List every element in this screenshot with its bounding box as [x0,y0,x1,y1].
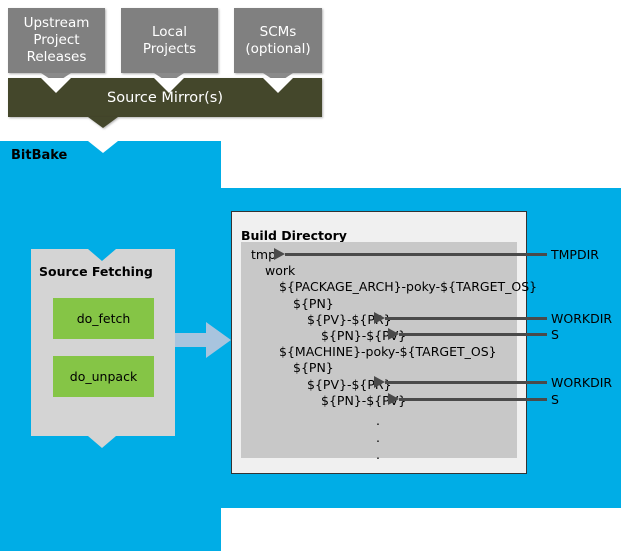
workdir2-arrow-line [385,381,547,384]
tmpdir-arrow-line [285,253,547,256]
s1-arrow-line [399,333,547,336]
source-box-scms-line-2: (optional) [245,40,311,57]
tree-ellipsis-dot: . [376,447,380,462]
variable-label-workdir-1: WORKDIR [551,311,613,326]
scms-inflow-notch [263,78,293,93]
task-box-do-fetch[interactable]: do_fetch [53,298,154,339]
task-do-unpack-label: do_unpack [69,369,138,384]
variable-label-s-1: S [551,327,559,342]
local-inflow-notch [154,78,184,93]
tree-node: ${PV}-${PR} [307,311,392,327]
task-do-fetch-label: do_fetch [76,311,131,326]
workdir1-arrow-head [374,312,385,324]
source-box-local-line-1: Local [151,23,187,40]
tree-node: ${PACKAGE_ARCH}-poky-${TARGET_OS} [279,279,538,295]
source-box-upstream-line-3: Releases [26,49,87,65]
source-fetching-title: Source Fetching [39,264,153,279]
bitbake-title: BitBake [11,148,68,163]
source-fetching-panel [31,249,175,436]
variable-label-workdir-2: WORKDIR [551,375,613,390]
source-fetching-outflow-notch [88,436,116,448]
tree-node: ${PN} [293,295,334,311]
bitbake-inflow-notch [88,141,118,153]
fetch-to-builddir-arrow-icon [175,322,231,358]
source-box-upstream-line-2: Project [33,32,80,48]
tree-node: ${MACHINE}-poky-${TARGET_OS} [279,344,497,360]
source-box-upstream: Upstream Project Releases [8,8,105,73]
tree-node: ${PN}-${PV} [321,392,407,408]
tree-ellipsis-dot: . [376,430,380,445]
variable-label-s-2: S [551,392,559,407]
source-box-local-line-2: Projects [142,40,197,57]
tree-node: tmp [251,247,277,262]
source-box-local-projects: Local Projects [121,8,218,73]
source-fetching-inflow-notch [88,249,116,261]
tree-node: work [265,263,296,279]
workdir2-arrow-head [374,376,385,388]
directory-tree-panel [241,242,517,458]
source-mirror-label: Source Mirror(s) [107,89,223,106]
source-box-scms-line-1: SCMs [259,23,297,40]
tmpdir-arrow-head [274,248,285,260]
s1-arrow-head [388,328,399,340]
tree-node: ${PV}-${PR} [307,376,392,392]
tree-node: ${PN} [293,360,334,376]
s2-arrow-head [388,393,399,405]
tree-node: ${PN}-${PV} [321,328,407,343]
mirror-outflow-arrow [88,117,118,128]
task-box-do-unpack[interactable]: do_unpack [53,356,154,397]
tree-ellipsis-dot: . [376,413,380,428]
build-directory-title: Build Directory [241,228,347,243]
upstream-inflow-notch [41,78,71,93]
variable-label-tmpdir: TMPDIR [551,247,599,262]
source-box-upstream-line-1: Upstream [23,15,90,31]
s2-arrow-line [399,398,547,401]
source-box-scms: SCMs (optional) [234,8,322,73]
workdir1-arrow-line [385,317,547,320]
